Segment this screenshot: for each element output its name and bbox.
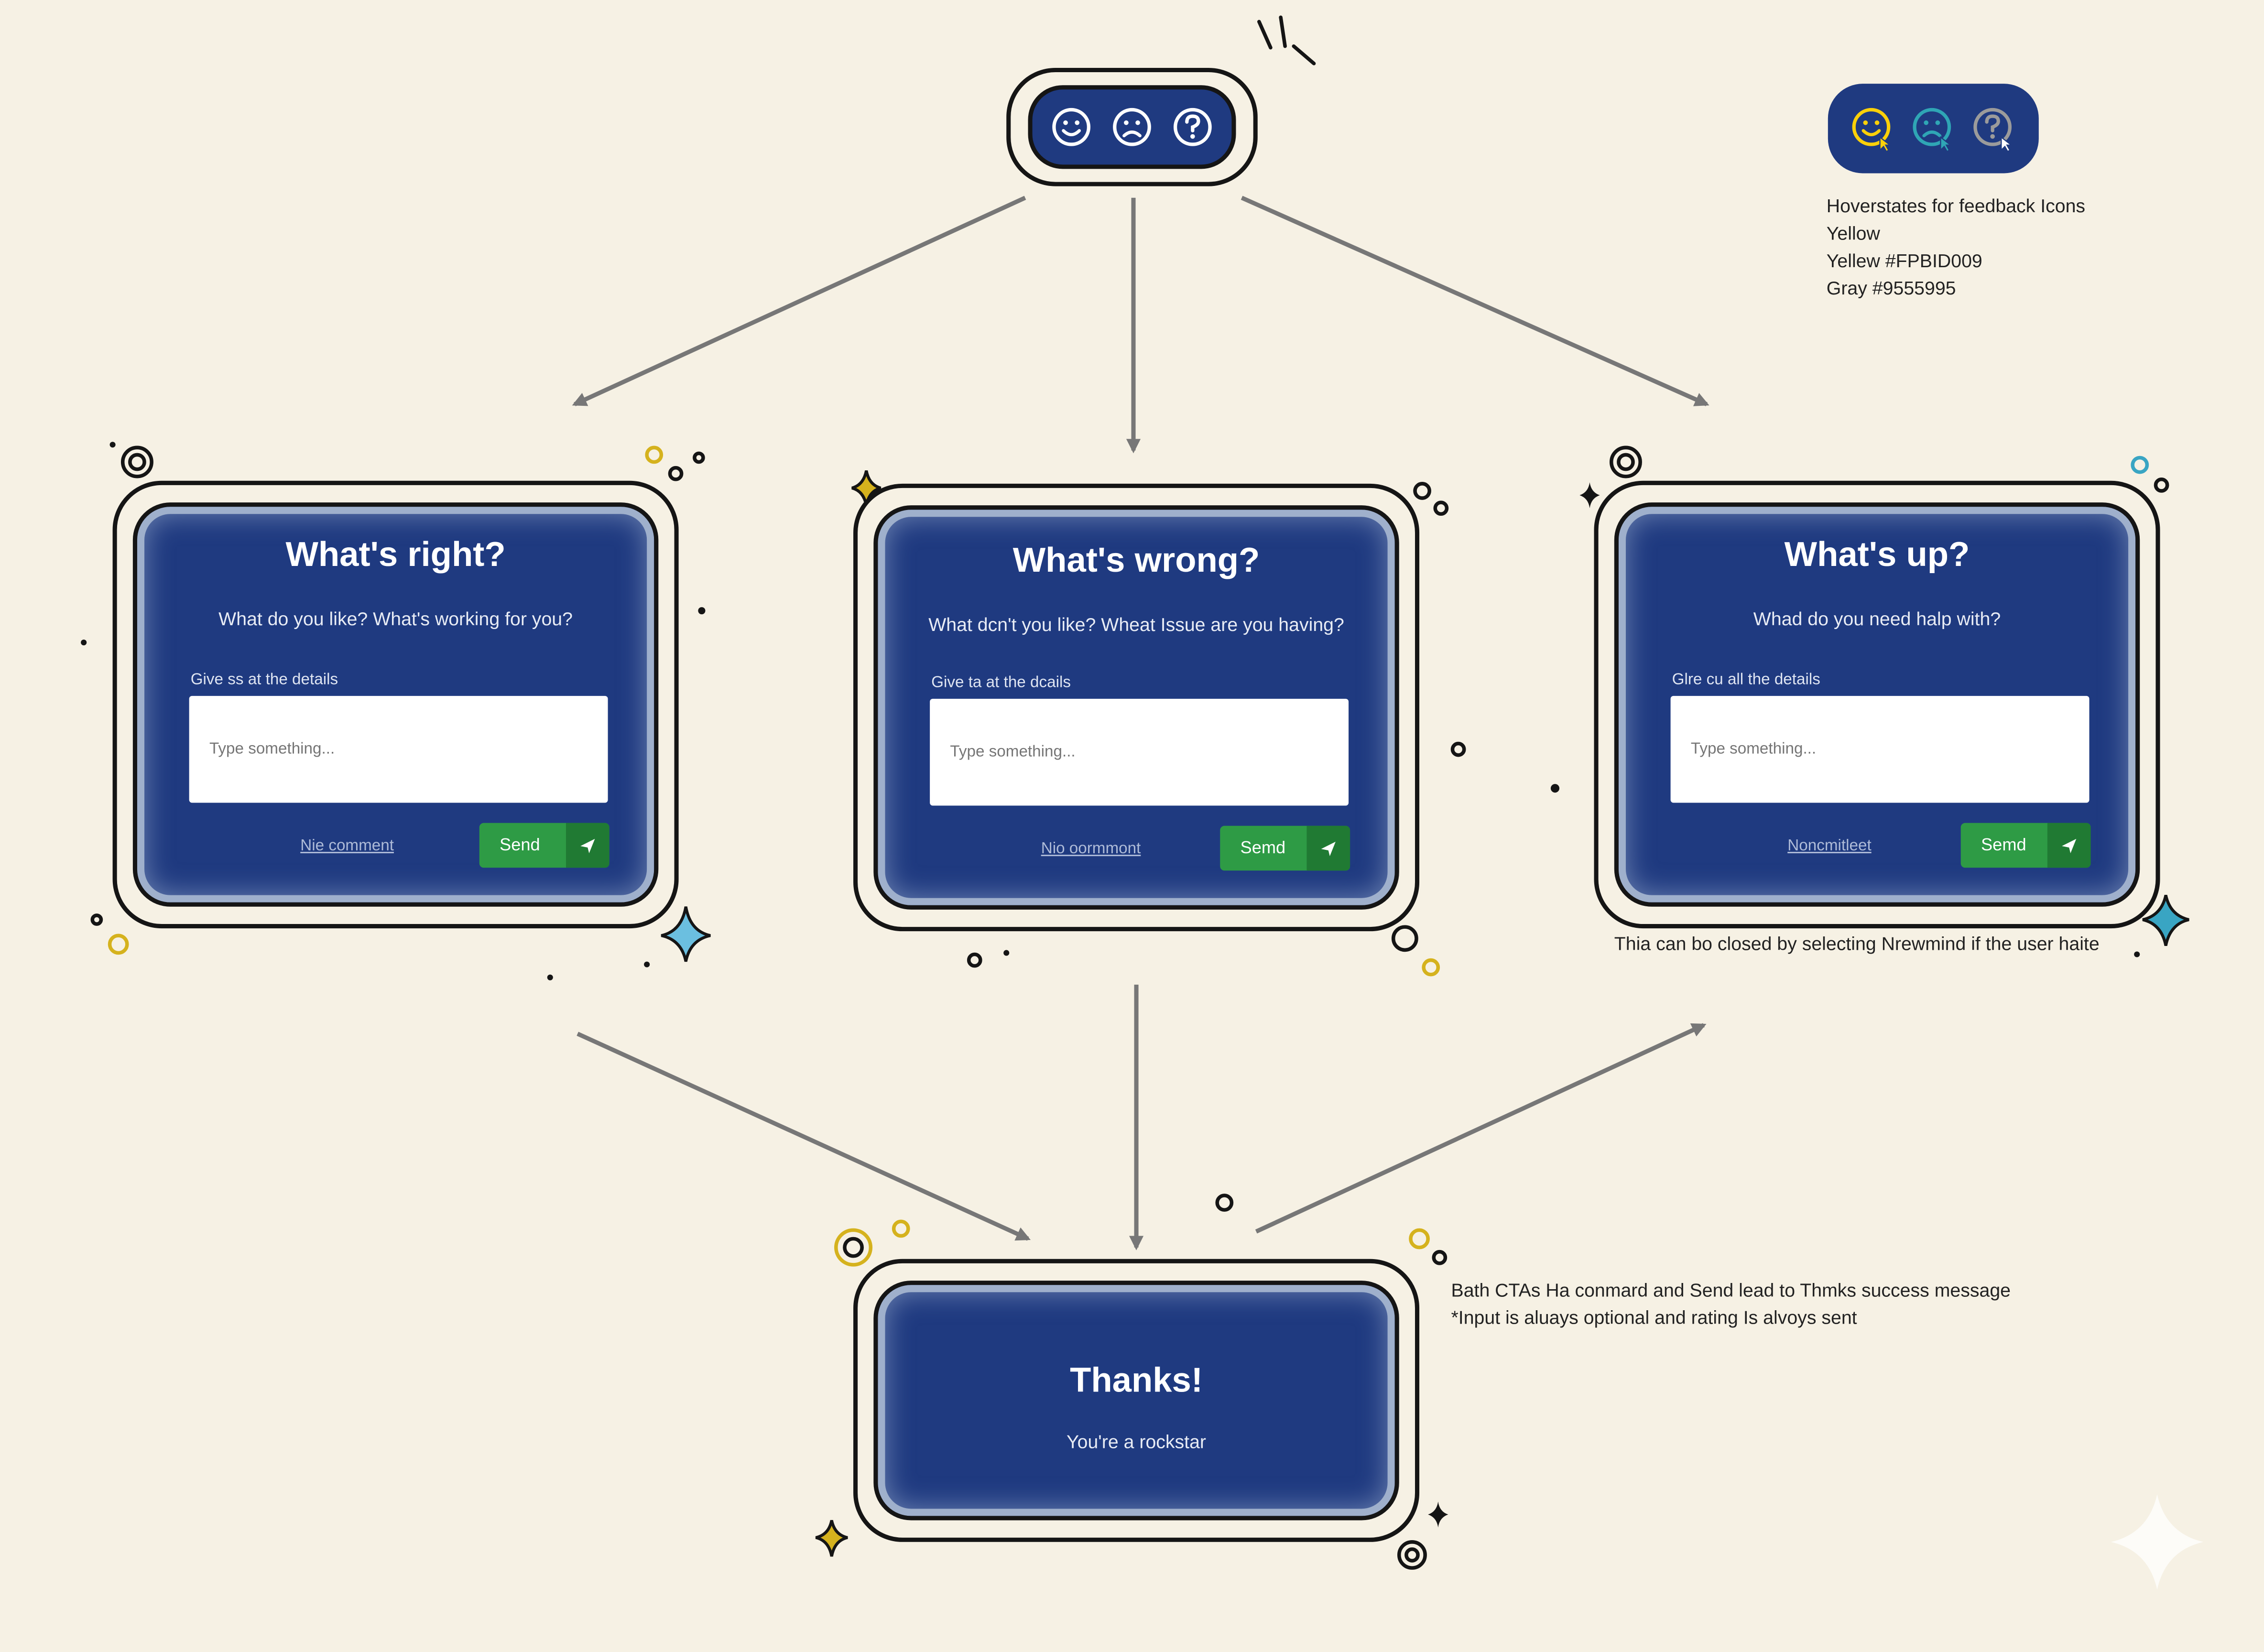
arrow-right-to-thanks (577, 1032, 1031, 1241)
thanks-title: Thanks! (1070, 1361, 1203, 1401)
details-label: Give ss at the details (190, 671, 338, 689)
card-panel: What's wrong? What dcn't you like? Wheat… (873, 505, 1399, 910)
cta-note-line: Bath CTAs Ha conmard and Send lead to Th… (1451, 1279, 2011, 1301)
question-icon (1973, 108, 2013, 152)
send-label: Send (500, 834, 540, 855)
arrow-to-up-card (1241, 196, 1709, 406)
hover-note-line: Yellew #FPBID009 (1826, 250, 1982, 272)
cta-note-line: *Input is aluays optional and rating Is … (1451, 1306, 1857, 1328)
hover-states-note: Hoverstates for feedback Icons Yellow Ye… (1827, 192, 2085, 302)
send-button[interactable]: Semd (1960, 823, 2091, 868)
card-title: What's right? (285, 535, 506, 575)
send-arrow-icon (566, 823, 610, 868)
details-label: Glre cu all the details (1672, 671, 1820, 689)
send-button[interactable]: Semd (1220, 826, 1350, 871)
thanks-subtitle: You're a rockstar (1067, 1431, 1207, 1453)
send-button[interactable]: Send (479, 823, 610, 868)
card-title: What's wrong? (1012, 541, 1260, 581)
comment-input[interactable] (1670, 696, 2090, 803)
no-comment-link[interactable]: Nie comment (300, 837, 394, 855)
close-note: Thia can bo closed by selecting Nrewmind… (1614, 933, 2100, 955)
hover-note-line: Hoverstates for feedback Icons (1826, 195, 2086, 217)
arrow-thanks-up (1255, 1023, 1707, 1234)
send-arrow-icon (2047, 823, 2091, 868)
question-icon[interactable] (1171, 105, 1215, 149)
send-label: Semd (1981, 834, 2026, 855)
feedback-icon-bar-inner (1028, 85, 1236, 169)
card-panel: What's up? Whad do you need halp with? G… (1614, 502, 2140, 907)
frown-icon[interactable] (1110, 105, 1154, 149)
details-label: Give ta at the dcails (931, 674, 1071, 692)
comment-input[interactable] (189, 696, 608, 803)
smile-icon[interactable] (1050, 105, 1093, 149)
doodle-decorations (90, 15, 2169, 1570)
hover-states-icon-bar (1828, 84, 2039, 174)
comment-input[interactable] (930, 698, 1349, 806)
card-thanks: Thanks! You're a rockstar (853, 1259, 1420, 1542)
card-panel: Thanks! You're a rockstar (873, 1281, 1399, 1521)
card-title: What's up? (1784, 535, 1970, 575)
no-comment-link[interactable]: Nio oormmont (1041, 840, 1141, 858)
card-whats-wrong: What's wrong? What dcn't you like? Wheat… (853, 483, 1420, 932)
card-whats-right: What's right? What do you like? What's w… (112, 480, 679, 929)
send-arrow-icon (1306, 826, 1350, 871)
no-comment-link[interactable]: Noncmitleet (1787, 837, 1872, 855)
card-subtitle: What dcn't you like? Wheat Issue are you… (928, 613, 1344, 635)
cta-note: Bath CTAs Ha conmard and Send lead to Th… (1451, 1276, 2011, 1331)
arrow-to-right-card (572, 196, 1026, 406)
frown-icon (1913, 108, 1953, 152)
hover-note-line: Yellow (1826, 222, 1880, 244)
hover-note-line: Gray #9555995 (1826, 277, 1956, 299)
card-subtitle: What do you like? What's working for you… (218, 608, 573, 630)
send-label: Semd (1240, 837, 1286, 858)
card-subtitle: Whad do you need halp with? (1753, 608, 2001, 630)
card-panel: What's right? What do you like? What's w… (132, 502, 659, 907)
feedback-icon-bar (1006, 67, 1258, 186)
smile-icon (1852, 108, 1892, 152)
card-whats-up: What's up? Whad do you need halp with? G… (1594, 480, 2160, 929)
